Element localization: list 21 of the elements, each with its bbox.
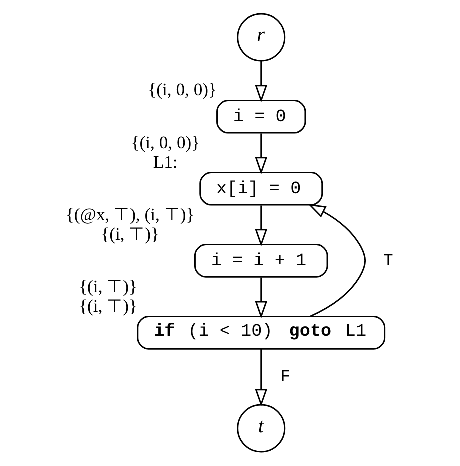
arrow <box>254 278 268 319</box>
node-label: {(i, 0, 0)} <box>130 132 200 153</box>
node-label: {(i, 0, 0)} <box>148 80 216 100</box>
node-circle: r <box>236 13 286 62</box>
node-box: x[i] = 0 <box>199 172 323 206</box>
node-circle: t <box>236 404 286 453</box>
node-label: {(i, ⊤)} <box>78 276 137 297</box>
node-box: i = 0 <box>216 100 306 134</box>
arrow <box>254 61 268 103</box>
node-label: {(i, ⊤)} <box>100 224 160 244</box>
node-box: i = i + 1 <box>194 244 328 278</box>
node-label: L1: <box>152 152 178 172</box>
edge-label: T <box>383 252 393 270</box>
arrow <box>308 204 366 318</box>
arrow <box>254 206 268 247</box>
node-box: if (i < 10) goto L1 <box>136 316 386 350</box>
arrow <box>254 134 268 175</box>
node-label: {(@x, ⊤), (i, ⊤)} <box>65 204 194 225</box>
node-label: {(i, ⊤)} <box>78 296 137 316</box>
arrow <box>254 349 268 407</box>
edge-label: F <box>280 368 290 386</box>
